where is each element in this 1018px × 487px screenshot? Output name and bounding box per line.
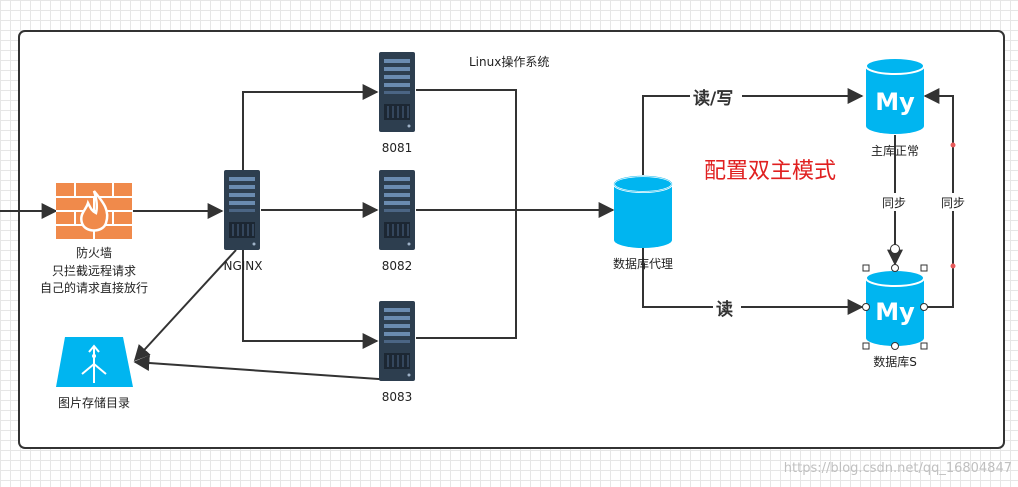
mysql-slave-text: My	[875, 298, 915, 326]
mode-title: 配置双主模式	[704, 159, 836, 184]
firewall-icon[interactable]	[56, 183, 132, 239]
server-8082-label: 8082	[382, 259, 413, 273]
edge-nginx-to-8083	[242, 250, 379, 349]
server-8083-icon[interactable]	[378, 300, 416, 382]
mysql-master-text: My	[875, 88, 915, 116]
server-8081-icon[interactable]	[378, 51, 416, 133]
firewall-note-line1: 只拦截远程请求	[52, 263, 136, 278]
linux-system-frame	[18, 30, 1005, 449]
edge-label-sync-right: 同步	[941, 196, 965, 210]
system-label: Linux操作系统	[469, 54, 549, 69]
edge-label-read-write: 读/写	[693, 88, 733, 109]
sync-connection-dot-lower	[950, 263, 956, 269]
server-8083-label: 8083	[382, 390, 413, 404]
edge-nginx-to-8081	[242, 84, 379, 170]
nginx-label: NGINX	[223, 259, 262, 273]
edge-nginx-to-storage	[133, 249, 237, 362]
sync-connection-dot-upper	[950, 142, 956, 148]
mysql-slave-label: 数据库S	[873, 354, 917, 369]
edge-8081-to-bus	[416, 89, 517, 339]
server-8081-label: 8081	[382, 141, 413, 155]
mysql-slave-icon[interactable]: My	[865, 269, 925, 346]
server-8082-icon[interactable]	[378, 169, 416, 251]
db-proxy-icon[interactable]	[613, 175, 673, 248]
edge-proxy-to-slave-read	[642, 248, 864, 315]
firewall-label: 防火墙	[76, 245, 112, 260]
network-storage-icon[interactable]	[56, 337, 133, 387]
selection-handles	[862, 244, 928, 350]
firewall-note-line2: 自己的请求直接放行	[40, 280, 148, 295]
edge-8083-to-storage	[133, 355, 393, 381]
storage-label: 图片存储目录	[58, 395, 130, 410]
edge-label-sync-left: 同步	[882, 196, 906, 210]
db-proxy-label: 数据库代理	[613, 256, 673, 271]
edge-proxy-to-master-readwrite	[642, 88, 864, 176]
mysql-master-icon[interactable]: My	[865, 57, 925, 134]
edge-label-read: 读	[716, 299, 733, 320]
nginx-server-icon[interactable]	[223, 169, 261, 251]
mysql-master-label: 主库正常	[871, 143, 919, 158]
watermark: https://blog.csdn.net/qq_16804847	[784, 461, 1012, 476]
